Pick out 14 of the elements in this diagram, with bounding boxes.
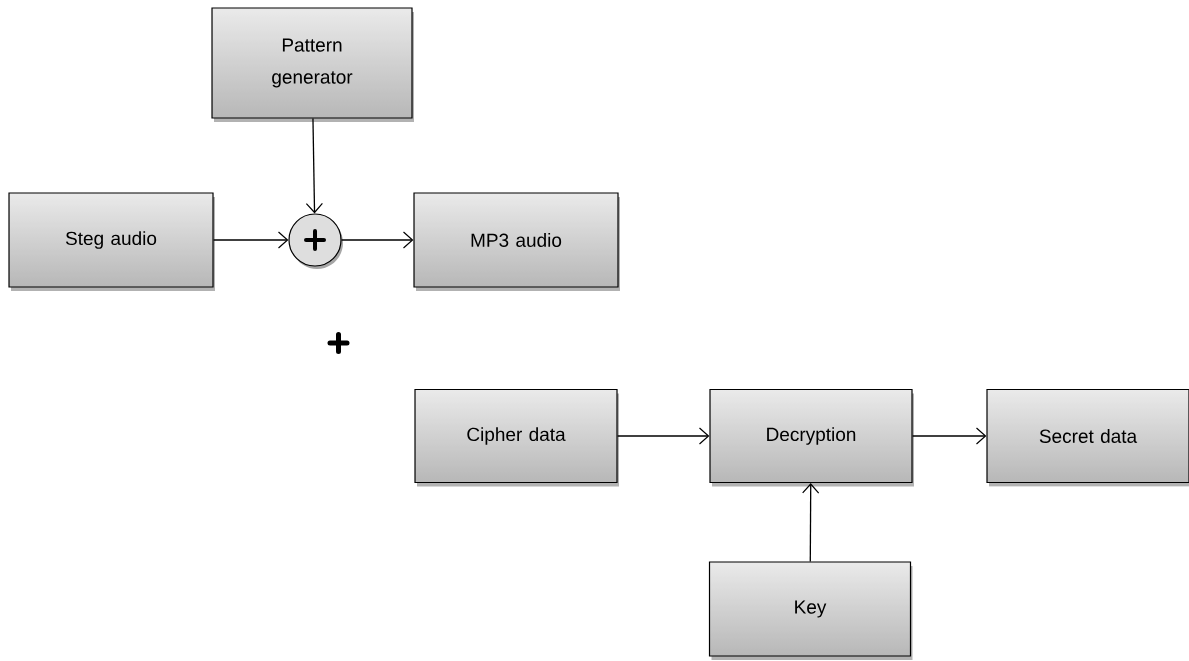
process-box: Steg audio — [8, 192, 215, 291]
process-box: Secret data — [986, 388, 1189, 487]
arrow — [340, 231, 414, 249]
process-box: Key — [708, 561, 913, 660]
arrow — [305, 117, 323, 214]
process-box: MP3 audio — [413, 192, 620, 291]
arrow — [616, 427, 710, 445]
process-box: Cipher data — [414, 388, 619, 487]
adder-circle — [288, 213, 343, 269]
process-box: Pattern generator — [211, 7, 414, 122]
arrow — [911, 427, 987, 445]
arrow — [802, 483, 820, 563]
arrow — [212, 231, 289, 249]
process-box: Decryption — [709, 388, 914, 487]
